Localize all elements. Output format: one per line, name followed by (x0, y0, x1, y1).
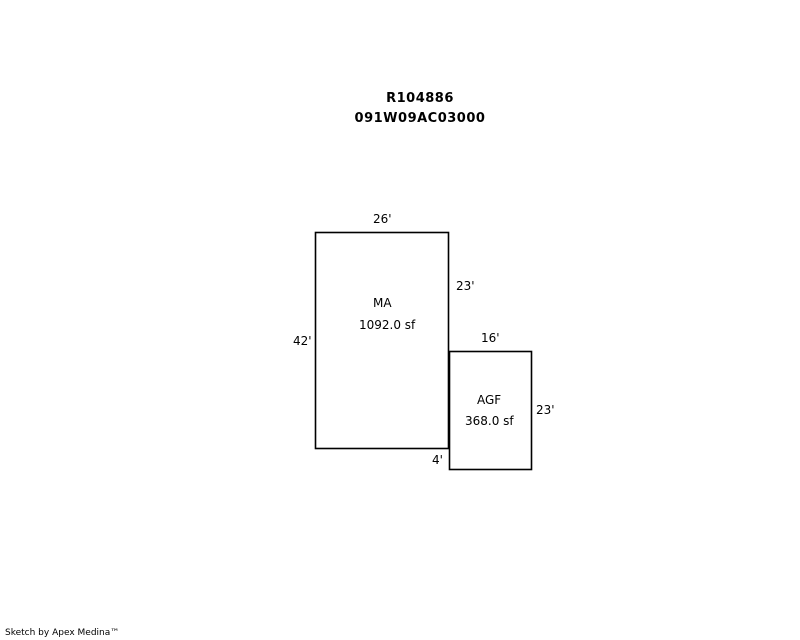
sketch-credit: Sketch by Apex Medina™ (5, 628, 120, 638)
ma-top-dimension: 26' (373, 212, 392, 226)
record-id: R104886 (386, 91, 454, 106)
ma-left-dimension: 42' (293, 334, 312, 348)
agf-top-dimension: 16' (481, 331, 500, 345)
ma-area-outline (314, 231, 450, 450)
agf-right-dimension: 23' (536, 403, 555, 417)
ma-area-size: 1092.0 sf (359, 318, 416, 332)
ma-right-dimension: 23' (456, 279, 475, 293)
agf-area-outline (448, 350, 533, 471)
agf-area-size: 368.0 sf (465, 414, 514, 428)
offset-dimension: 4' (432, 453, 443, 467)
parcel-id: 091W09AC03000 (354, 111, 486, 126)
ma-area-code: MA (373, 296, 392, 310)
agf-area-code: AGF (477, 393, 502, 407)
